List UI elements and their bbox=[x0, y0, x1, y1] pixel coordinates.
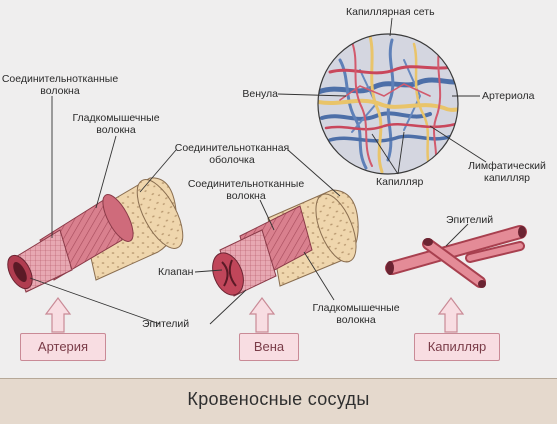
label-lymph-capillary-line2: капилляр bbox=[462, 172, 552, 184]
label-vein-connective-fibers-line2: волокна bbox=[184, 190, 308, 202]
tag-vein: Вена bbox=[239, 333, 299, 361]
label-epithelium: Эпителий bbox=[142, 318, 189, 330]
label-connective-fibers-line2: волокна bbox=[0, 85, 120, 97]
label-capillary-epithelium: Эпителий bbox=[446, 214, 493, 226]
label-vein-smooth-muscle-line1: Гладкомышечные bbox=[300, 302, 412, 314]
label-venule: Венула bbox=[222, 88, 278, 100]
label-capillary: Капилляр bbox=[376, 176, 423, 188]
label-connective-sheath-line2: оболочка bbox=[170, 154, 294, 166]
label-lymph-capillary: Лимфатический капилляр bbox=[462, 160, 552, 184]
label-lymph-capillary-line1: Лимфатический bbox=[462, 160, 552, 172]
capillary-network-illustration bbox=[318, 34, 462, 174]
footer-title: Кровеносные сосуды bbox=[0, 389, 557, 410]
label-smooth-muscle: Гладкомышечные волокна bbox=[66, 112, 166, 136]
label-smooth-muscle-line2: волокна bbox=[66, 124, 166, 136]
label-connective-sheath: Соединительнотканная оболочка bbox=[170, 142, 294, 166]
label-vein-connective-fibers: Соединительнотканные волокна bbox=[184, 178, 308, 202]
label-vein-smooth-muscle: Гладкомышечные волокна bbox=[300, 302, 412, 326]
label-connective-sheath-line1: Соединительнотканная bbox=[170, 142, 294, 154]
label-vein-smooth-muscle-line2: волокна bbox=[300, 314, 412, 326]
label-connective-fibers-line1: Соединительнотканные bbox=[0, 73, 120, 85]
label-arteriole: Артериола bbox=[482, 90, 534, 102]
label-smooth-muscle-line1: Гладкомышечные bbox=[66, 112, 166, 124]
vein-illustration bbox=[207, 189, 365, 300]
label-capillary-network: Капиллярная сеть bbox=[346, 6, 435, 18]
footer-bar: Кровеносные сосуды bbox=[0, 378, 557, 424]
label-vein-connective-fibers-line1: Соединительнотканные bbox=[184, 178, 308, 190]
label-valve: Клапан bbox=[158, 266, 193, 278]
tag-capillary: Капилляр bbox=[414, 333, 500, 361]
label-connective-fibers: Соединительнотканные волокна bbox=[0, 73, 120, 97]
tag-artery: Артерия bbox=[20, 333, 106, 361]
capillary-illustration bbox=[386, 226, 526, 288]
